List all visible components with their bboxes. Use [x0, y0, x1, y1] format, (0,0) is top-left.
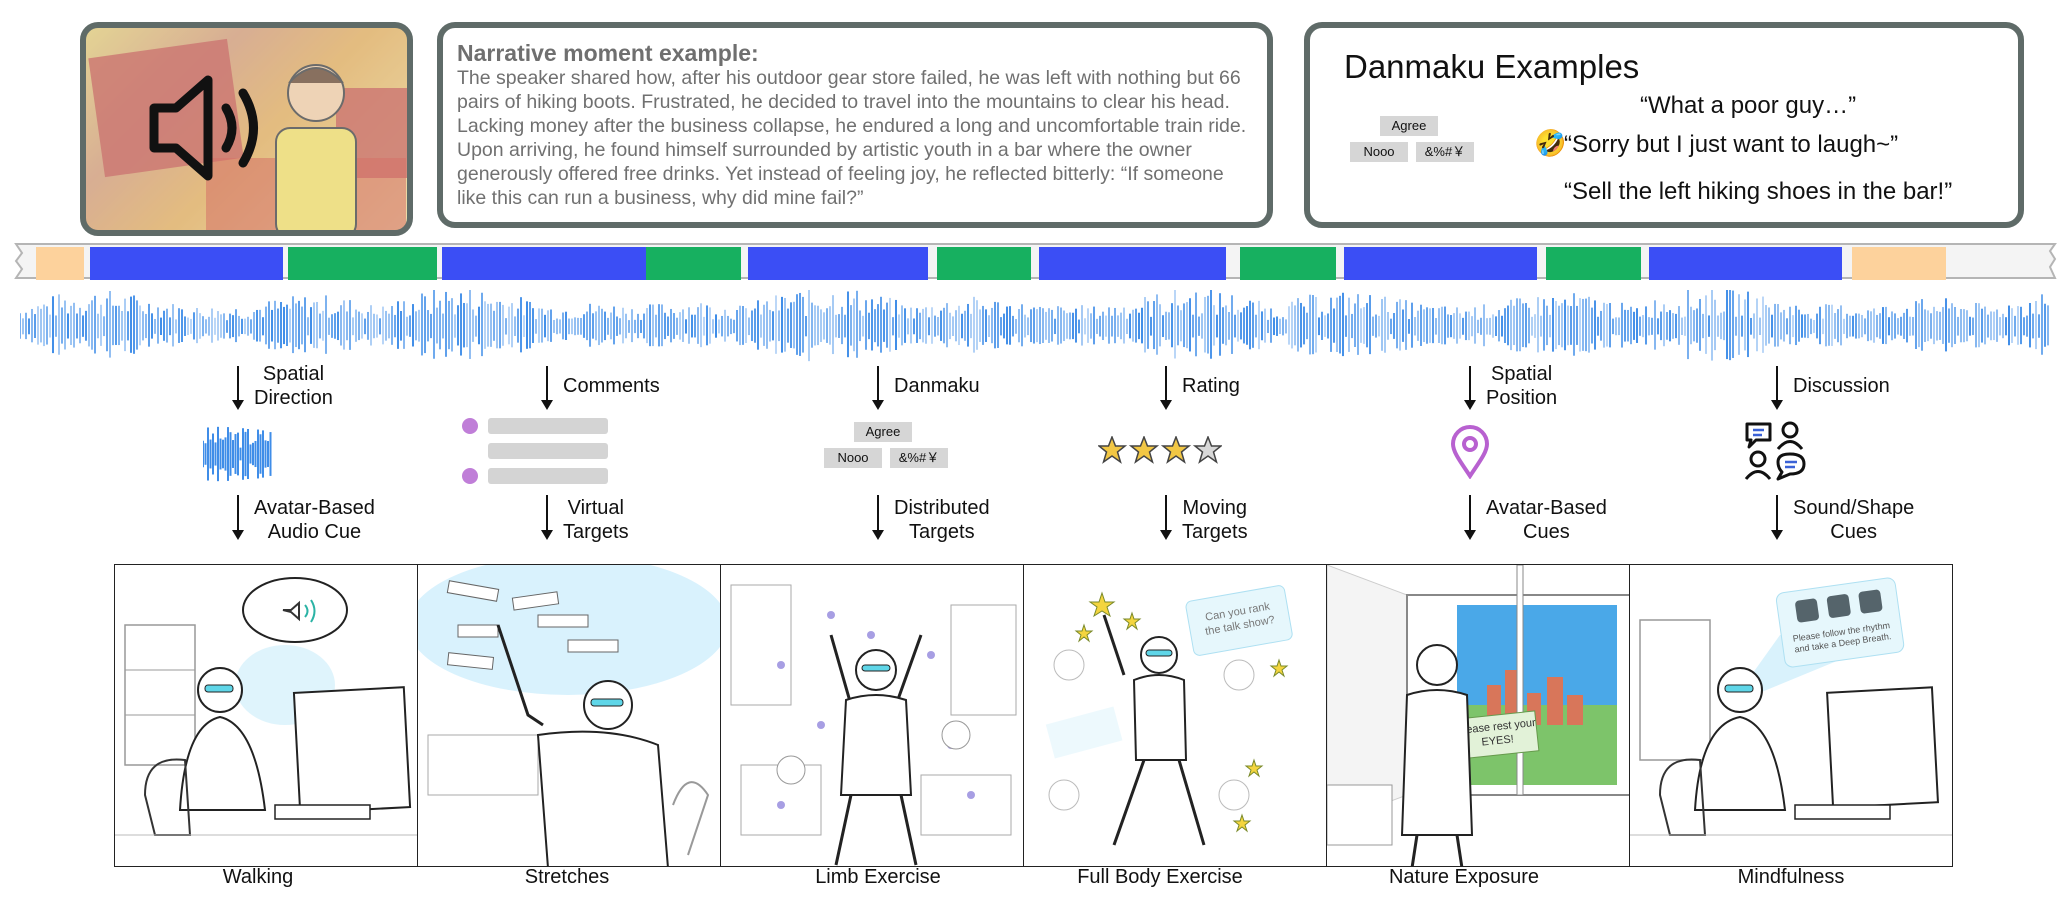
- danmaku-tag: Nooo: [1350, 142, 1408, 162]
- timeline-segment-blue: [442, 247, 655, 280]
- arrow-head: [541, 530, 553, 540]
- danmaku-tag: Agree: [1380, 116, 1438, 136]
- speaker-volume-icon: [149, 75, 258, 181]
- arrow-head: [1464, 400, 1476, 410]
- timeline-segment-peach: [1852, 247, 1946, 280]
- arrow-line: [546, 366, 548, 402]
- arrow-line: [237, 366, 239, 402]
- audio-waveform: [20, 290, 2049, 362]
- arrow-head: [1771, 530, 1783, 540]
- arrow-line: [1776, 366, 1778, 402]
- danmaku-tag: Agree: [854, 422, 912, 442]
- narrative-moment-panel: Narrative moment example: The speaker sh…: [437, 22, 1273, 228]
- arrow-line: [546, 495, 548, 531]
- danmaku-tag: &%#￥: [1416, 142, 1474, 162]
- illustration-caption: Stretches: [524, 866, 610, 888]
- arrow-head: [1464, 530, 1476, 540]
- arrow-line: [877, 495, 879, 531]
- illustration-caption: Walking: [222, 866, 294, 888]
- top-label: Rating: [1182, 375, 1240, 397]
- arrow-head: [1160, 530, 1172, 540]
- speaker-video-frame: [80, 22, 413, 236]
- bottom-label: Avatar-Based Cues: [1486, 497, 1607, 543]
- timeline-segment-blue: [748, 247, 928, 280]
- bottom-label: Sound/Shape Cues: [1793, 497, 1915, 543]
- arrow-line: [1469, 495, 1471, 531]
- danmaku-quote: “What a poor guy…”: [1640, 92, 1857, 119]
- discussion-people-icon: [1744, 421, 1806, 481]
- arrow-line: [1165, 495, 1167, 531]
- timeline-segment-blue: [1649, 247, 1842, 280]
- timeline-segment-green: [646, 247, 741, 280]
- danmaku-examples-panel: Danmaku Examples Agree Nooo &%#￥ “What a…: [1304, 22, 2024, 228]
- star-rating-icon: [1098, 436, 1222, 464]
- top-label: Discussion: [1793, 375, 1890, 397]
- timeline-segment-green: [937, 247, 1031, 280]
- illustration-caption: Nature Exposure: [1388, 866, 1540, 888]
- bottom-label: Virtual Targets: [563, 497, 629, 543]
- arrow-head: [872, 530, 884, 540]
- illustration-caption: Limb Exercise: [815, 866, 941, 888]
- walking-illustration: [114, 564, 418, 867]
- timeline-segment-green: [1546, 247, 1641, 280]
- bottom-label: Avatar-Based Audio Cue: [254, 497, 375, 543]
- timeline-segment-blue: [1039, 247, 1226, 280]
- mini-audio-waveform-icon: [203, 426, 272, 482]
- arrow-head: [872, 400, 884, 410]
- timeline-segment-green: [1240, 247, 1336, 280]
- top-label: Comments: [563, 375, 660, 397]
- arrow-line: [1776, 495, 1778, 531]
- mindfulness-illustration: Please follow the rhythmand take a Deep …: [1629, 564, 1953, 867]
- danmaku-tag: Nooo: [824, 448, 882, 468]
- danmaku-quote: “Sorry but I just want to laugh~”: [1564, 131, 1899, 158]
- stretches-illustration: [417, 564, 721, 867]
- arrow-line: [237, 495, 239, 531]
- arrow-head: [232, 400, 244, 410]
- arrow-head: [1160, 400, 1172, 410]
- comment-dot: [462, 418, 478, 434]
- timeline-segment-green: [288, 247, 437, 280]
- timeline-segment-blue: [1344, 247, 1537, 280]
- full-body-exercise-illustration: Can you rankthe talk show?: [1023, 564, 1327, 867]
- arrow-head: [232, 530, 244, 540]
- danmaku-title: Danmaku Examples: [1344, 48, 1640, 85]
- arrow-line: [877, 366, 879, 402]
- arrow-line: [1469, 366, 1471, 402]
- timeline-segment-peach: [36, 247, 84, 280]
- comment-bar: [488, 418, 608, 434]
- danmaku-tag: &%#￥: [890, 448, 948, 468]
- narrative-title: Narrative moment example:: [457, 40, 759, 66]
- illustration-caption: Mindfulness: [1737, 866, 1845, 888]
- comment-bar: [488, 443, 608, 459]
- limb-exercise-illustration: [720, 564, 1024, 867]
- bottom-label: Distributed Targets: [894, 497, 990, 543]
- top-label: Spatial Direction: [254, 363, 333, 409]
- speaker-figure: [275, 64, 357, 230]
- top-label: Spatial Position: [1486, 363, 1558, 409]
- illustration-caption: Full Body Exercise: [1077, 866, 1243, 888]
- arrow-head: [1771, 400, 1783, 410]
- nature-exposure-illustration: Please rest yourEYES!: [1326, 564, 1630, 867]
- arrow-head: [541, 400, 553, 410]
- danmaku-quote: “Sell the left hiking shoes in the bar!”: [1564, 178, 1953, 205]
- location-pin-icon: [1450, 425, 1490, 479]
- top-label: Danmaku: [894, 375, 980, 397]
- arrow-line: [1165, 366, 1167, 402]
- bottom-label: Moving Targets: [1182, 497, 1248, 543]
- comment-bar: [488, 468, 608, 484]
- laughing-emoji: 🤣: [1534, 128, 1567, 158]
- comment-dot: [462, 468, 478, 484]
- timeline-segment-blue: [90, 247, 283, 280]
- narrative-text: The speaker shared how, after his outdoo…: [457, 67, 1247, 209]
